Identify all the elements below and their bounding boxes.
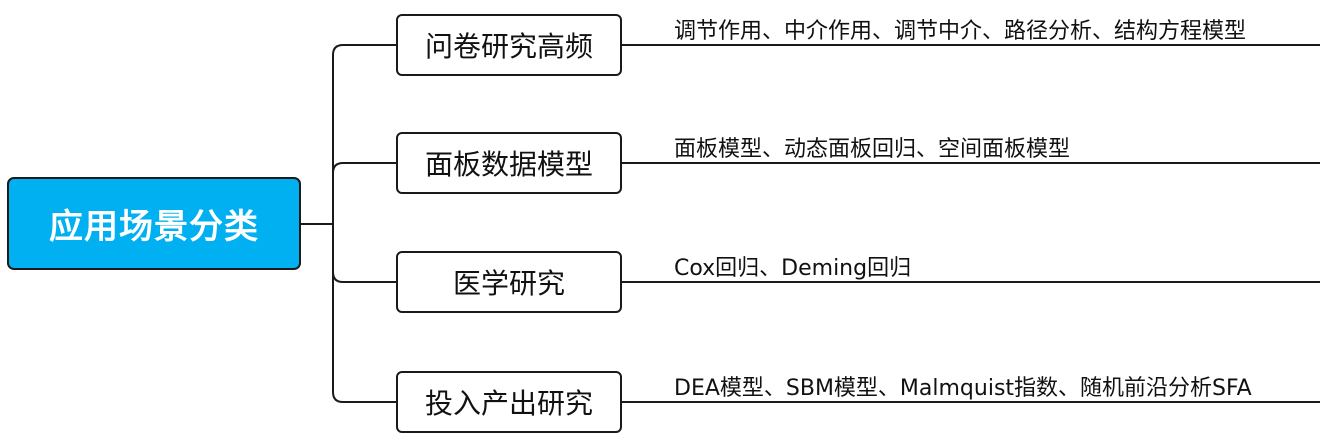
root-label: 应用场景分类 xyxy=(49,207,259,247)
leaf-text-panel-data: 面板模型、动态面板回归、空间面板模型 xyxy=(674,137,1071,162)
branch-label: 医学研究 xyxy=(452,267,565,300)
branch-node-questionnaire: 问卷研究高频 xyxy=(396,14,622,76)
leaf-text-input-output: DEA模型、SBM模型、Malmquist指数、随机前沿分析SFA xyxy=(674,376,1252,401)
branch-label: 面板数据模型 xyxy=(424,148,593,181)
branch-connector-1 xyxy=(332,44,396,224)
leaf-text-medical: Cox回归、Deming回归 xyxy=(674,256,912,281)
root-node: 应用场景分类 xyxy=(7,177,301,270)
branch-node-medical: 医学研究 xyxy=(396,251,622,313)
branch-node-panel-data: 面板数据模型 xyxy=(396,132,622,194)
leaf-text-questionnaire: 调节作用、中介作用、调节中介、路径分析、结构方程模型 xyxy=(674,19,1247,44)
branch-connector-2 xyxy=(332,162,396,224)
branch-label: 问卷研究高频 xyxy=(424,30,593,63)
branch-connector-3 xyxy=(332,224,396,283)
branch-label: 投入产出研究 xyxy=(424,387,593,420)
branch-connector-4 xyxy=(332,224,396,403)
branch-node-input-output: 投入产出研究 xyxy=(396,371,622,433)
